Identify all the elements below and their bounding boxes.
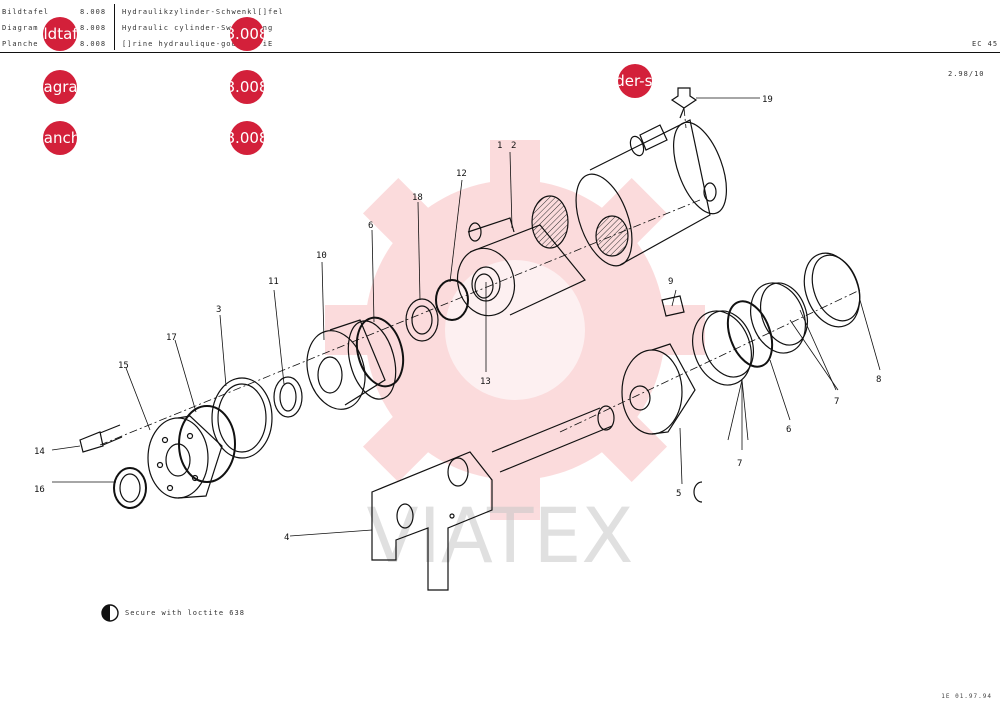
header-rule (0, 52, 1000, 53)
legend-text: Secure with loctite 638 (125, 609, 245, 617)
part-label-8: 8 (876, 375, 881, 385)
part-label-7a: 7 (737, 459, 742, 469)
part-clevis-4 (371, 451, 493, 591)
watermark-text: VIATEX (366, 491, 633, 580)
header-label-diagram: Diagram (2, 24, 39, 32)
part-seal-7a (692, 310, 752, 386)
part-oring-17 (435, 279, 469, 321)
part-snap-ring-3 (211, 377, 273, 459)
part-seal-7b (750, 282, 806, 354)
part-piston-rod (491, 405, 615, 473)
part-label-6b: 6 (786, 425, 791, 435)
part-grease-nipple-19 (670, 87, 698, 109)
badge-number-3[interactable]: 8.008 (230, 121, 264, 155)
badge-diagram[interactable]: Diagram (43, 70, 77, 104)
part-label-1: 1 (497, 141, 502, 151)
header-value-1: 8.008 (80, 8, 107, 16)
part-label-10: 10 (316, 251, 327, 261)
badge-number-1[interactable]: 8.008 (230, 17, 264, 51)
revision-code: 2.98/10 (948, 70, 985, 78)
part-label-17: 17 (166, 333, 177, 343)
header-label-bildtafel: Bildtafel (2, 8, 49, 16)
part-wiper-16 (113, 467, 147, 509)
part-tube-seal-inner (595, 215, 629, 257)
header-title-fr: []rine hydraulique-godet oriE (122, 40, 274, 48)
header-model: EC 45 (972, 40, 999, 48)
part-guide-10 (306, 319, 397, 410)
part-piston-head-5 (621, 343, 696, 435)
badge-cylinder[interactable]: Cylinder-swivelling (618, 64, 652, 98)
part-oring-6b (726, 300, 774, 368)
part-label-6a: 6 (368, 221, 373, 231)
badge-bildtafel[interactable]: Bildtafel (43, 17, 77, 51)
header-label-planche: Planche (2, 40, 39, 48)
part-label-19: 19 (762, 95, 773, 105)
half-circle-icon (101, 604, 119, 622)
part-bolt-14 (79, 424, 123, 453)
part-label-5: 5 (676, 489, 681, 499)
part-label-12: 12 (456, 169, 467, 179)
part-cover-flange (147, 415, 223, 499)
header-value-2: 8.008 (80, 24, 107, 32)
part-cylinder-tube (575, 107, 727, 267)
part-ring-11 (273, 376, 303, 418)
part-label-16: 16 (34, 485, 45, 495)
header-title-de: Hydraulikzylinder-Schwenkl[]fel (122, 8, 284, 16)
header-title-en: Hydraulic cylinder-Swivelling (122, 24, 274, 32)
part-label-11: 11 (268, 277, 279, 287)
part-ring-18 (405, 298, 439, 342)
part-label-3: 3 (216, 305, 221, 315)
loctite-marker-icon (693, 481, 703, 503)
part-label-18: 18 (412, 193, 423, 203)
part-label-2: 2 (511, 141, 516, 151)
badge-number-2[interactable]: 8.008 (230, 70, 264, 104)
part-label-4: 4 (284, 533, 289, 543)
badge-planche[interactable]: Planche (43, 121, 77, 155)
part-label-14: 14 (34, 447, 45, 457)
footer-code: 1E 01.97.94 (941, 693, 992, 700)
part-oring-6 (355, 316, 405, 388)
part-label-9: 9 (668, 277, 673, 287)
part-label-7b: 7 (834, 397, 839, 407)
header-separator (114, 4, 115, 50)
watermark-gear-logo (325, 140, 705, 520)
part-tube-seal-outer (531, 195, 569, 249)
header-value-3: 8.008 (80, 40, 107, 48)
part-label-13: 13 (480, 377, 491, 387)
part-label-15: 15 (118, 361, 129, 371)
legend: Secure with loctite 638 (101, 604, 245, 622)
